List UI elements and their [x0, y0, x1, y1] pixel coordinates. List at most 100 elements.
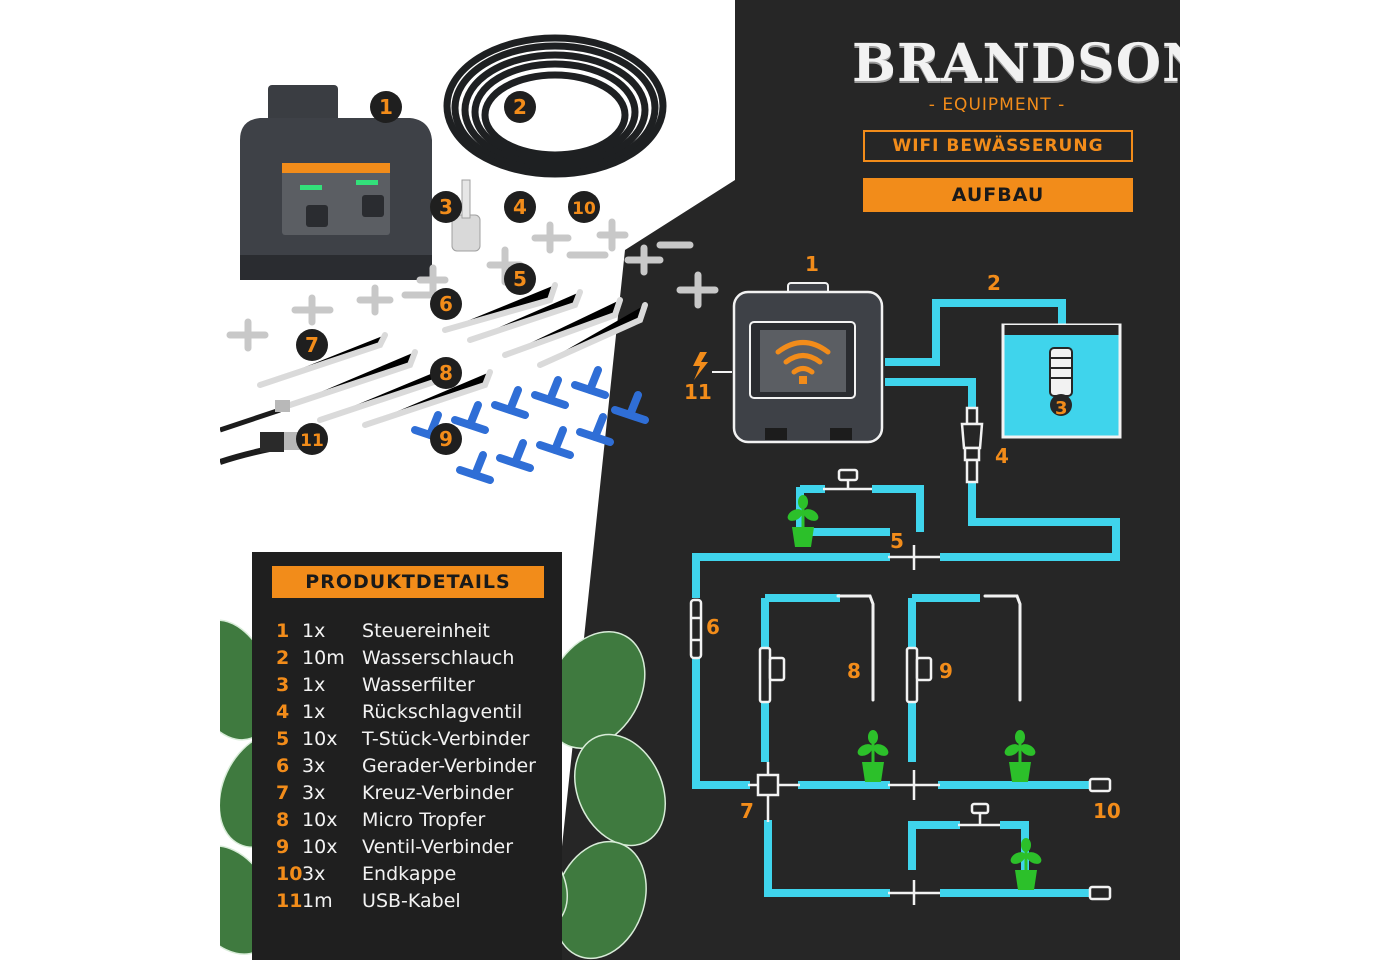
item-number: 9 — [276, 836, 290, 858]
product-details-title: PRODUKTDETAILS — [272, 566, 544, 598]
list-item: 11 1m USB-Kabel — [276, 888, 536, 915]
hose-coil — [443, 34, 667, 178]
item-quantity: 1x — [302, 701, 326, 723]
plant-icon — [1004, 730, 1036, 782]
item-quantity: 1x — [302, 620, 326, 642]
item-quantity: 10m — [302, 647, 345, 669]
badge-number: 3 — [439, 195, 453, 219]
photo-badge: 2 — [504, 91, 536, 123]
item-name: Wasserfilter — [362, 674, 475, 696]
badge-number: 5 — [513, 267, 527, 291]
plants — [787, 495, 1042, 890]
badge-number: 7 — [305, 333, 319, 357]
label-check-valve: 4 — [995, 444, 1009, 468]
photo-badge: 9 — [430, 423, 462, 455]
label-filter: 3 — [1055, 398, 1068, 419]
label-controller: 1 — [805, 252, 819, 276]
badge-number: 9 — [439, 427, 453, 451]
diagram-labels: 1 2 3 4 5 6 7 8 9 10 11 — [684, 252, 1121, 823]
badge-number: 6 — [439, 292, 453, 316]
hose-lines — [692, 299, 1120, 897]
diagram-controller — [732, 282, 884, 444]
item-quantity: 10x — [302, 836, 338, 858]
tee-connectors — [823, 468, 1000, 905]
label-cross: 7 — [740, 799, 754, 823]
item-name: T-Stück-Verbinder — [362, 728, 530, 750]
item-number: 5 — [276, 728, 290, 750]
badge-circle — [430, 288, 462, 320]
product-photo: 1 2 3 4 10 5 6 7 8 9 11 — [220, 34, 719, 484]
photo-badge: 1 — [370, 91, 402, 123]
list-item: 1 1x Steuereinheit — [276, 618, 536, 645]
item-quantity: 10x — [302, 728, 338, 750]
item-quantity: 10x — [302, 809, 338, 831]
badge-number: 4 — [513, 195, 527, 219]
valves-photo — [411, 366, 649, 484]
label-end-cap: 10 — [1093, 799, 1121, 823]
item-name: Wasserschlauch — [362, 647, 515, 669]
photo-badge: 8 — [430, 357, 462, 389]
diagram-drippers — [836, 594, 1022, 702]
item-name: Steuereinheit — [362, 620, 490, 642]
item-number: 4 — [276, 701, 290, 723]
straight-connector — [689, 598, 703, 660]
list-item: 5 10x T-Stück-Verbinder — [276, 726, 536, 753]
list-item: 9 10x Ventil-Verbinder — [276, 834, 536, 861]
badge-circle — [296, 423, 328, 455]
item-name: Endkappe — [362, 863, 457, 885]
item-quantity: 1m — [302, 890, 333, 912]
diagram-valves — [758, 646, 933, 704]
photo-badge: 3 — [430, 191, 462, 223]
plant-icon — [1010, 838, 1042, 890]
photo-badge: 10 — [568, 191, 600, 223]
badge-number: 8 — [439, 361, 453, 385]
wifi-icon — [775, 340, 831, 375]
filter-photo — [451, 214, 481, 252]
brand-logo: BRANDSON® - EQUIPMENT - — [852, 34, 1180, 116]
item-number: 2 — [276, 647, 290, 669]
label-dripper: 8 — [847, 659, 861, 683]
water-tank-icon — [1001, 323, 1122, 439]
lightning-icon — [693, 352, 732, 380]
item-name: Kreuz-Verbinder — [362, 782, 514, 804]
list-item: 2 10m Wasserschlauch — [276, 645, 536, 672]
badge-circle — [568, 191, 600, 223]
controller-icon — [240, 85, 432, 280]
badge-circle — [430, 423, 462, 455]
item-number: 6 — [276, 755, 290, 777]
list-item: 8 10x Micro Tropfer — [276, 807, 536, 834]
item-number: 8 — [276, 809, 290, 831]
badge-number: 10 — [572, 199, 596, 219]
product-tag: WIFI BEWÄSSERUNG — [863, 130, 1133, 162]
item-name: Ventil-Verbinder — [362, 836, 514, 858]
plant-icon — [787, 495, 819, 547]
label-valve: 9 — [939, 659, 953, 683]
check-valve — [960, 406, 984, 484]
cross-connector — [748, 762, 800, 822]
list-item: 4 1x Rückschlagventil — [276, 699, 536, 726]
item-number: 7 — [276, 782, 290, 804]
item-name: USB-Kabel — [362, 890, 461, 912]
item-number: 1 — [276, 620, 290, 642]
item-number: 11 — [276, 890, 303, 912]
item-name: Micro Tropfer — [362, 809, 486, 831]
photo-badge: 7 — [296, 329, 328, 361]
label-usb: 11 — [684, 380, 712, 404]
badge-circle — [504, 91, 536, 123]
section-tag: AUFBAU — [863, 178, 1133, 212]
item-number: 10 — [276, 863, 303, 885]
item-name: Rückschlagventil — [362, 701, 523, 723]
item-quantity: 3x — [302, 755, 326, 777]
brand-name: BRANDSON — [852, 33, 1180, 94]
label-straight: 6 — [706, 615, 720, 639]
label-tee: 5 — [890, 529, 904, 553]
plant-icon — [857, 730, 889, 782]
badge-circle — [296, 329, 328, 361]
photo-badge: 4 — [504, 191, 536, 223]
photo-badge: 6 — [430, 288, 462, 320]
